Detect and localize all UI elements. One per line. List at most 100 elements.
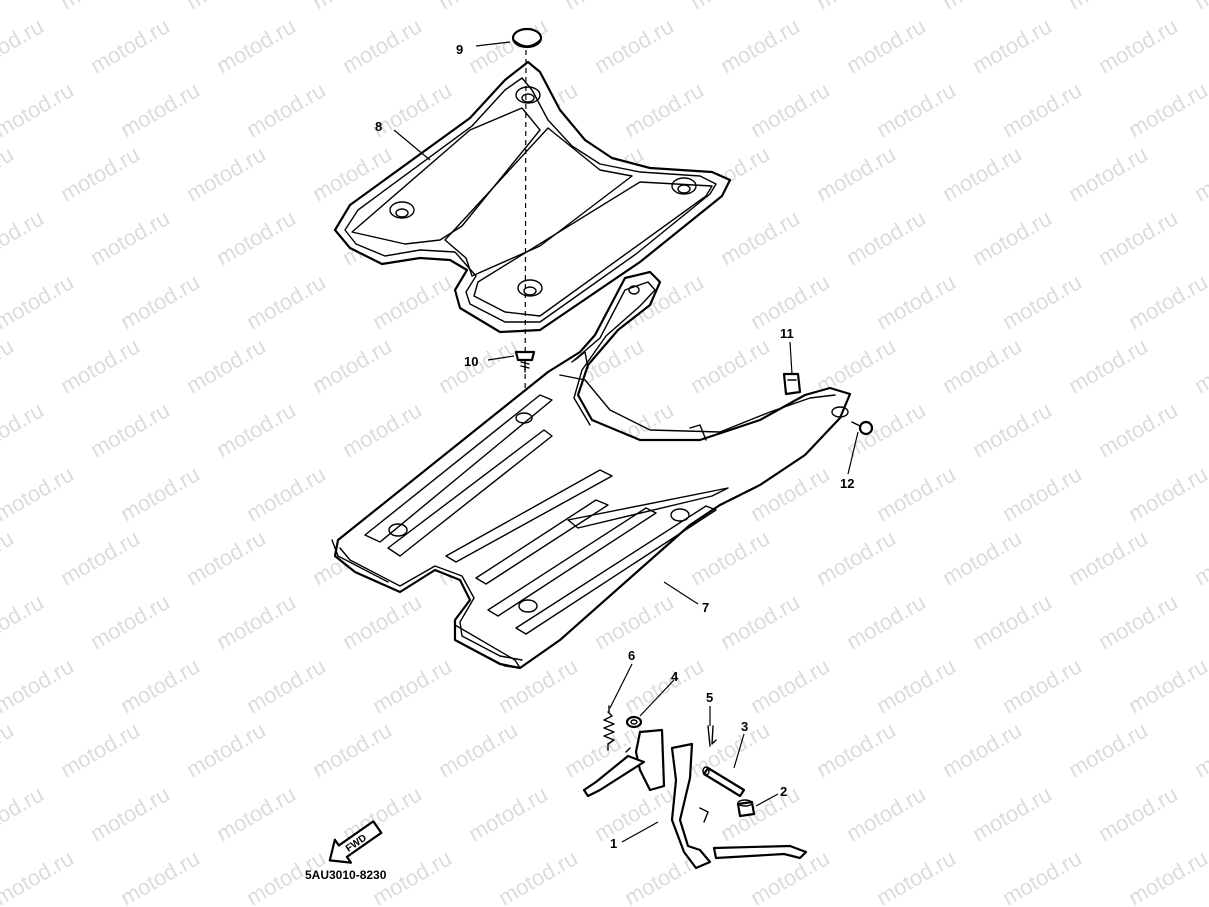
- watermark-text: motod.ru: [686, 333, 774, 398]
- watermark-text: motod.ru: [116, 845, 204, 907]
- watermark-text: motod.ru: [998, 653, 1086, 718]
- watermark-text: motod.ru: [620, 77, 708, 142]
- watermark-text: motod.ru: [308, 0, 396, 14]
- watermark-text: motod.ru: [842, 205, 930, 270]
- watermark-text: motod.ru: [872, 653, 960, 718]
- watermark-text: motod.ru: [86, 205, 174, 270]
- diagram-code: 5AU3010-8230: [305, 868, 387, 882]
- watermark-text: motod.ru: [182, 525, 270, 590]
- watermark-text: motod.ru: [212, 397, 300, 462]
- watermark-text: motod.ru: [116, 269, 204, 334]
- watermark-text: motod.ru: [998, 461, 1086, 526]
- watermark-text: motod.ru: [1094, 205, 1182, 270]
- watermark-text: motod.ru: [1064, 141, 1152, 206]
- watermark-text: motod.ru: [842, 13, 930, 78]
- watermark-text: motod.ru: [716, 13, 804, 78]
- watermark-text: motod.ru: [56, 333, 144, 398]
- watermark-text: motod.ru: [842, 397, 930, 462]
- watermark-text: motod.ru: [242, 77, 330, 142]
- watermark-text: motod.ru: [0, 141, 18, 206]
- callout-2: 2: [780, 784, 787, 799]
- watermark-text: motod.ru: [338, 589, 426, 654]
- watermark-text: motod.ru: [1064, 333, 1152, 398]
- watermark-text: motod.ru: [0, 525, 18, 590]
- callout-8: 8: [375, 119, 382, 134]
- leader-lines: [393, 41, 859, 843]
- spring-part-6: [603, 705, 615, 751]
- watermark-text: motod.ru: [86, 397, 174, 462]
- callout-10: 10: [464, 354, 478, 369]
- bush-part-2: [736, 799, 756, 818]
- watermark-text: motod.ru: [0, 269, 78, 334]
- watermark-text: motod.ru: [86, 589, 174, 654]
- watermark-text: motod.ru: [212, 781, 300, 846]
- callout-labels: 1 2 3 4 5 6 7 8 9 10 11 12: [375, 42, 854, 851]
- watermark-text: motod.ru: [212, 13, 300, 78]
- pin-part-5: [707, 725, 717, 747]
- watermark-text: motod.ru: [0, 589, 48, 654]
- watermark-text: motod.ru: [812, 0, 900, 14]
- watermark-text: motod.ru: [812, 525, 900, 590]
- watermark-text: motod.ru: [590, 13, 678, 78]
- watermark-text: motod.ru: [116, 77, 204, 142]
- watermark-text: motod.ru: [1124, 269, 1209, 334]
- floor-mat-part-8: [333, 60, 732, 334]
- watermark-text: motod.ru: [0, 205, 48, 270]
- watermark-text: motod.ru: [716, 589, 804, 654]
- watermark-text: motod.ru: [998, 845, 1086, 907]
- watermark-text: motod.ru: [338, 397, 426, 462]
- watermark-text: motod.ru: [0, 781, 48, 846]
- watermark-text: motod.ru: [716, 781, 804, 846]
- watermark-text: motod.ru: [872, 461, 960, 526]
- watermark-text: motod.ru: [842, 781, 930, 846]
- watermark-text: motod.ru: [242, 269, 330, 334]
- watermark-text: motod.ru: [434, 717, 522, 782]
- callout-6: 6: [628, 648, 635, 663]
- watermark-text: motod.ru: [56, 141, 144, 206]
- callout-11: 11: [780, 326, 794, 341]
- screw-part-10: [514, 350, 536, 373]
- watermark-text: motod.ru: [0, 461, 78, 526]
- callout-4: 4: [671, 669, 679, 684]
- watermark-text: motod.ru: [0, 717, 18, 782]
- watermark-text: motod.ru: [212, 589, 300, 654]
- watermark-text: motod.ru: [0, 333, 18, 398]
- watermark-text: motod.ru: [812, 717, 900, 782]
- watermark-text: motod.ru: [1094, 397, 1182, 462]
- watermark-text: motod.ru: [1190, 141, 1209, 206]
- watermark-text: motod.ru: [56, 0, 144, 14]
- watermark-text: motod.ru: [116, 653, 204, 718]
- callout-7: 7: [702, 600, 709, 615]
- side-stand-part-1: [582, 728, 808, 870]
- watermark-text: motod.ru: [0, 845, 78, 907]
- watermark-text: motod.ru: [1190, 333, 1209, 398]
- watermark-text: motod.ru: [590, 781, 678, 846]
- watermark-text: motod.ru: [1124, 845, 1209, 907]
- watermark-text: motod.ru: [0, 397, 48, 462]
- watermark-text: motod.ru: [746, 653, 834, 718]
- watermark-text: motod.ru: [1124, 461, 1209, 526]
- watermark-text: motod.ru: [242, 461, 330, 526]
- watermark-text: motod.ru: [494, 845, 582, 907]
- watermark-text: motod.ru: [968, 397, 1056, 462]
- bolt-part-12: [851, 420, 874, 436]
- callout-5: 5: [706, 690, 713, 705]
- watermark-text: motod.ru: [1190, 525, 1209, 590]
- watermark-text: motod.ru: [1124, 77, 1209, 142]
- watermark-text: motod.ru: [938, 717, 1026, 782]
- watermark-text: motod.ru: [116, 461, 204, 526]
- watermark-text: motod.ru: [464, 781, 552, 846]
- watermark-text: motod.ru: [1064, 0, 1152, 14]
- watermark-text: motod.ru: [686, 0, 774, 14]
- washer-part-4: [625, 715, 643, 729]
- watermark-text: motod.ru: [938, 525, 1026, 590]
- watermark-text: motod.ru: [182, 141, 270, 206]
- watermark-text: motod.ru: [1094, 781, 1182, 846]
- watermark-text: motod.ru: [938, 141, 1026, 206]
- watermark-text: motod.ru: [56, 717, 144, 782]
- watermark-text: motod.ru: [872, 845, 960, 907]
- watermark-text: motod.ru: [368, 653, 456, 718]
- watermark-text: motod.ru: [212, 205, 300, 270]
- watermark-text: motod.ru: [998, 269, 1086, 334]
- watermark-text: motod.ru: [872, 77, 960, 142]
